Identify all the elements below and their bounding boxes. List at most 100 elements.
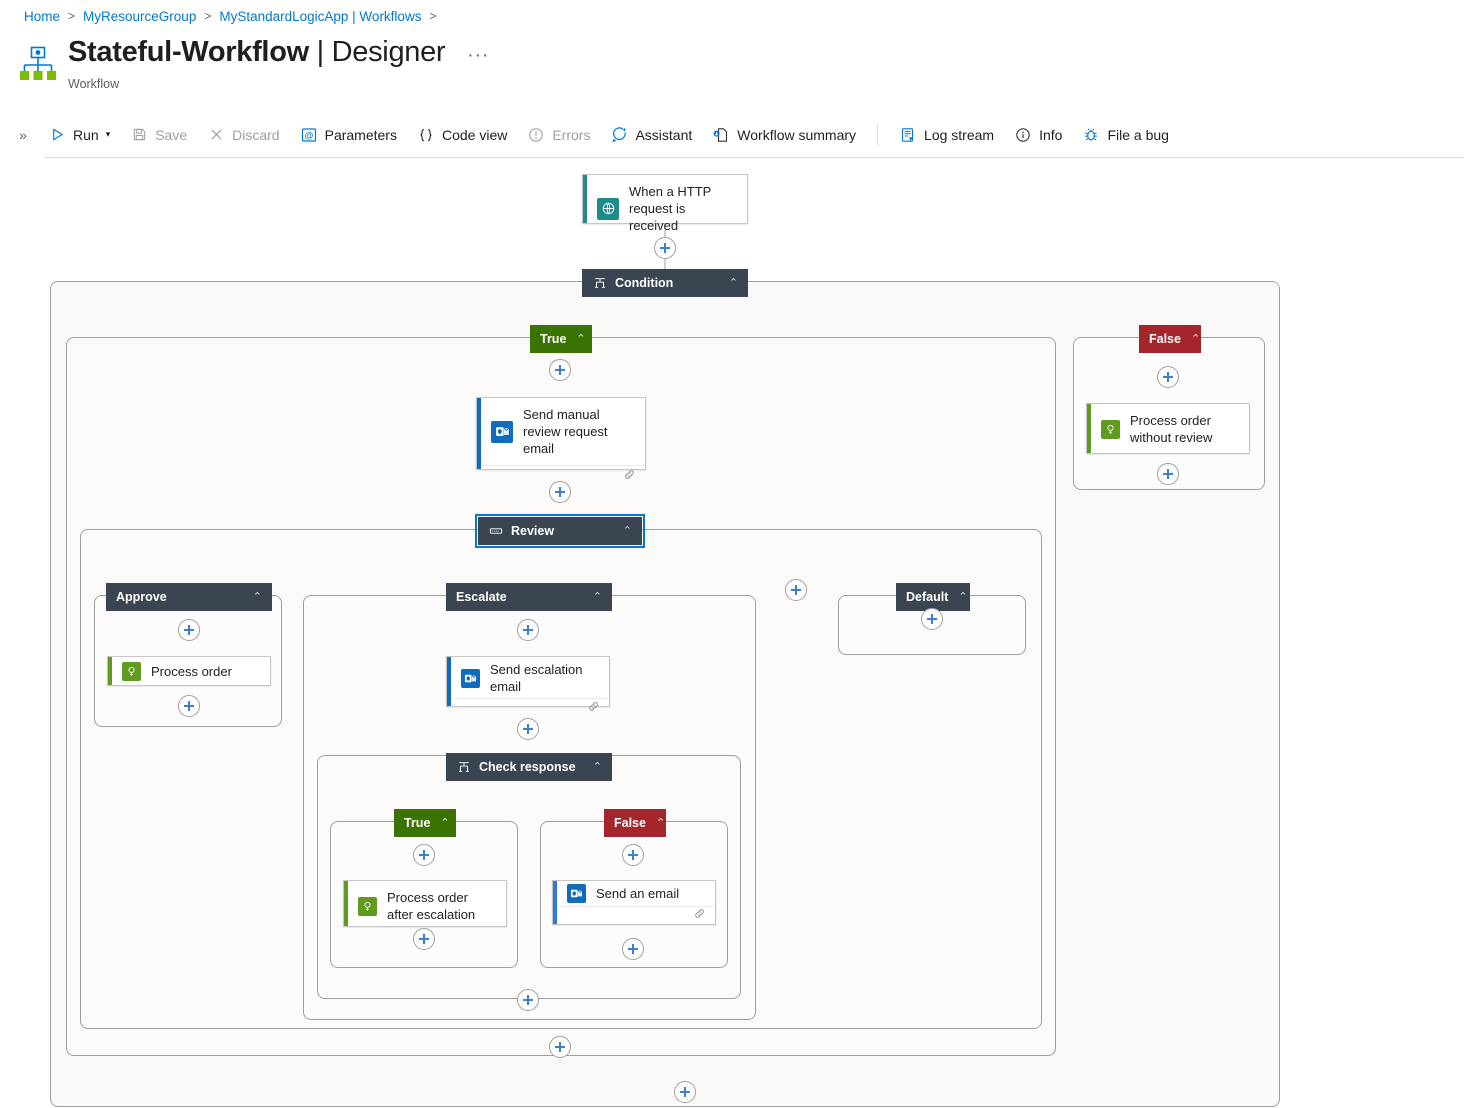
switch-label: Review (511, 524, 555, 538)
add-step-plus-false-branch-bottom[interactable] (1157, 463, 1179, 485)
discard-button[interactable]: Discard (198, 119, 288, 151)
log-stream-button[interactable]: Log stream (890, 119, 1003, 151)
add-step-plus-false-branch-top[interactable] (1157, 366, 1179, 388)
close-x-icon (207, 126, 225, 144)
collapse-chevron-icon[interactable]: ⌃ (655, 816, 666, 829)
collapse-chevron-icon[interactable]: ⌃ (592, 590, 602, 603)
curly-braces-icon (417, 126, 435, 144)
add-step-plus-nested-false-bottom[interactable] (622, 938, 644, 960)
document-badge-icon (712, 126, 730, 144)
action-card-process-order-without-review[interactable]: Process order without review (1086, 403, 1250, 454)
discard-label: Discard (232, 126, 280, 143)
case-default-label: Default (906, 590, 949, 604)
nested-condition-label: Check response (479, 760, 576, 774)
run-button[interactable]: Run ▾ (39, 119, 119, 151)
errors-button[interactable]: Errors (518, 119, 599, 151)
switch-node-header-review[interactable]: Review ⌃ (475, 514, 645, 548)
save-button[interactable]: Save (121, 119, 196, 151)
add-step-plus-after-review-switch[interactable] (549, 1036, 571, 1058)
assistant-button[interactable]: Assistant (601, 119, 701, 151)
action-card-send-manual-review-request-email[interactable]: Send manual review request email (476, 397, 646, 479)
add-step-plus-true-branch-top[interactable] (549, 359, 571, 381)
collapse-chevron-icon[interactable]: ⌃ (252, 590, 262, 603)
card-footer (553, 906, 715, 925)
workflow-summary-button[interactable]: Workflow summary (703, 119, 865, 151)
collapse-chevron-icon[interactable]: ⌃ (1190, 332, 1201, 345)
run-label: Run (73, 126, 99, 143)
workflow-designer-canvas[interactable]: When a HTTP request is received Conditio… (0, 158, 1464, 1108)
bug-icon (1082, 126, 1100, 144)
breadcrumb: Home > MyResourceGroup > MyStandardLogic… (24, 6, 444, 26)
nested-branch-false-label: False (614, 816, 646, 830)
action-card-send-an-email[interactable]: Send an email (552, 880, 716, 925)
case-header-default[interactable]: Default ⌃ (896, 583, 970, 611)
save-label: Save (155, 126, 188, 143)
add-step-plus-escalate-bottom[interactable] (517, 989, 539, 1011)
add-case-plus[interactable] (785, 579, 807, 601)
add-step-plus-nested-true-bottom[interactable] (413, 928, 435, 950)
more-options-button[interactable]: ··· (467, 45, 490, 66)
link-chain-icon[interactable] (693, 907, 706, 925)
add-step-plus-default-case[interactable] (921, 608, 943, 630)
save-disk-icon (130, 126, 148, 144)
svg-text:@: @ (304, 130, 313, 140)
parameters-button[interactable]: @ Parameters (291, 119, 406, 151)
collapse-chevron-icon[interactable]: ⌃ (728, 276, 738, 289)
page-title-main: Stateful-Workflow (68, 36, 309, 68)
action-label: Send manual review request email (523, 407, 608, 456)
case-header-approve[interactable]: Approve ⌃ (106, 583, 272, 611)
add-step-plus-after-trigger[interactable] (654, 237, 676, 259)
collapse-chevron-icon[interactable]: ⌃ (440, 816, 450, 829)
collapse-chevron-icon[interactable]: ⌃ (592, 760, 602, 773)
command-bar: » Run ▾ Save Discard @ Parameters (0, 112, 1464, 157)
info-label: Info (1039, 126, 1063, 143)
breadcrumb-separator: > (204, 9, 212, 23)
page-title: Stateful-Workflow | Designer (68, 36, 446, 69)
add-step-plus-after-escalation-email[interactable] (517, 718, 539, 740)
link-chain-icon[interactable] (587, 700, 600, 718)
trigger-card-http-request[interactable]: When a HTTP request is received (582, 174, 748, 233)
collapse-chevron-icon[interactable]: ⌃ (576, 332, 586, 345)
breadcrumb-item-resource-group[interactable]: MyResourceGroup (83, 8, 197, 24)
add-step-plus-after-manual-review-email[interactable] (549, 481, 571, 503)
action-label: Process order (151, 663, 232, 679)
breadcrumb-item-logic-app[interactable]: MyStandardLogicApp | Workflows (219, 8, 422, 24)
card-accent-bar (447, 657, 451, 706)
nested-branch-header-true[interactable]: True ⌃ (394, 809, 456, 837)
link-chain-icon[interactable] (623, 468, 636, 486)
double-chevron-right-icon[interactable]: » (19, 126, 27, 143)
collapse-chevron-icon[interactable]: ⌃ (958, 590, 968, 603)
add-step-plus-nested-false-top[interactable] (622, 844, 644, 866)
branch-true-label: True (540, 332, 567, 346)
action-card-process-order[interactable]: Process order (107, 656, 271, 686)
action-label: Send escalation email (490, 662, 583, 694)
add-step-plus-approve-bottom[interactable] (178, 695, 200, 717)
collapse-chevron-icon[interactable]: ⌃ (622, 524, 632, 537)
branch-header-true[interactable]: True ⌃ (530, 325, 592, 353)
chevron-down-icon[interactable]: ▾ (105, 129, 111, 139)
file-a-bug-button[interactable]: File a bug (1073, 119, 1177, 151)
condition-icon (456, 759, 472, 775)
info-button[interactable]: Info (1005, 119, 1071, 151)
nested-branch-header-false[interactable]: False ⌃ (604, 809, 666, 837)
workflow-summary-label: Workflow summary (737, 126, 857, 143)
add-step-plus-workflow-end[interactable] (674, 1081, 696, 1103)
add-step-plus-nested-true-top[interactable] (413, 844, 435, 866)
breadcrumb-item-home[interactable]: Home (24, 8, 61, 24)
page-title-sub: Designer (331, 36, 446, 68)
code-view-button[interactable]: Code view (408, 119, 516, 151)
action-card-process-order-after-escalation[interactable]: Process order after escalation (343, 880, 507, 927)
action-card-send-escalation-email[interactable]: Send escalation email (446, 656, 610, 711)
add-step-plus-escalate-top[interactable] (517, 619, 539, 641)
nested-condition-node-header-check-response[interactable]: Check response ⌃ (446, 753, 612, 781)
add-step-plus-approve-top[interactable] (178, 619, 200, 641)
page-header: Stateful-Workflow | Designer ··· Workflo… (18, 36, 489, 91)
action-label: Process order after escalation (387, 890, 476, 922)
branch-header-false[interactable]: False ⌃ (1139, 325, 1201, 353)
condition-node-header[interactable]: Condition ⌃ (582, 269, 748, 297)
condition-label: Condition (615, 276, 674, 290)
branch-false-label: False (1149, 332, 1181, 346)
function-icon (1101, 419, 1120, 439)
sparkle-chat-icon (610, 126, 628, 144)
case-header-escalate[interactable]: Escalate ⌃ (446, 583, 612, 611)
